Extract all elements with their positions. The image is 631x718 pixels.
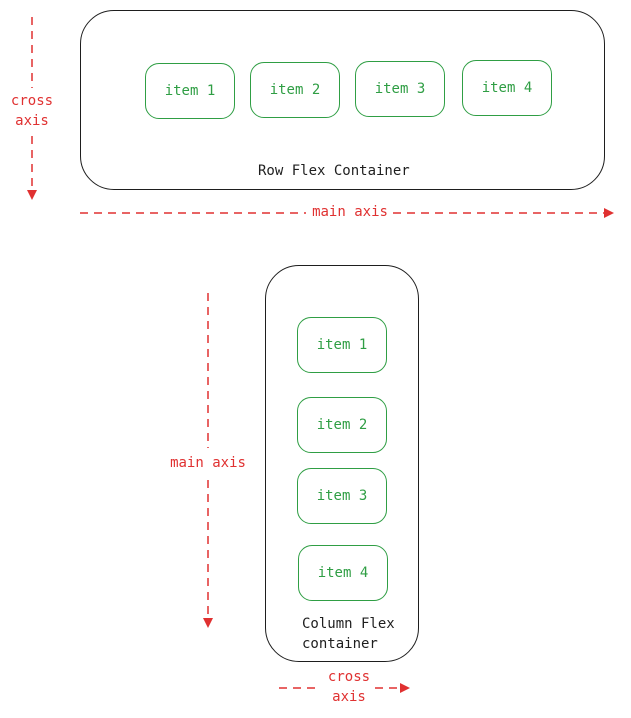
row-main-axis-label: main axis <box>312 204 388 220</box>
row-item-1: item 1 <box>145 63 235 119</box>
col-cross-axis-label-line2: axis <box>332 689 366 705</box>
col-container-label-line1: Column Flex <box>302 616 395 632</box>
row-item-3: item 3 <box>355 61 445 117</box>
col-item-2: item 2 <box>297 397 387 453</box>
col-cross-axis-label-line1: cross <box>327 669 371 685</box>
row-container-label: Row Flex Container <box>258 163 410 179</box>
col-item-3: item 3 <box>297 468 387 524</box>
row-cross-axis-label-line2: axis <box>15 113 49 129</box>
col-item-1: item 1 <box>297 317 387 373</box>
col-main-axis-label: main axis <box>170 455 246 471</box>
row-cross-axis-label-line1: cross <box>10 93 54 109</box>
col-container-label-line2: container <box>302 636 378 652</box>
row-item-4: item 4 <box>462 60 552 116</box>
col-item-4: item 4 <box>298 545 388 601</box>
row-item-2: item 2 <box>250 62 340 118</box>
